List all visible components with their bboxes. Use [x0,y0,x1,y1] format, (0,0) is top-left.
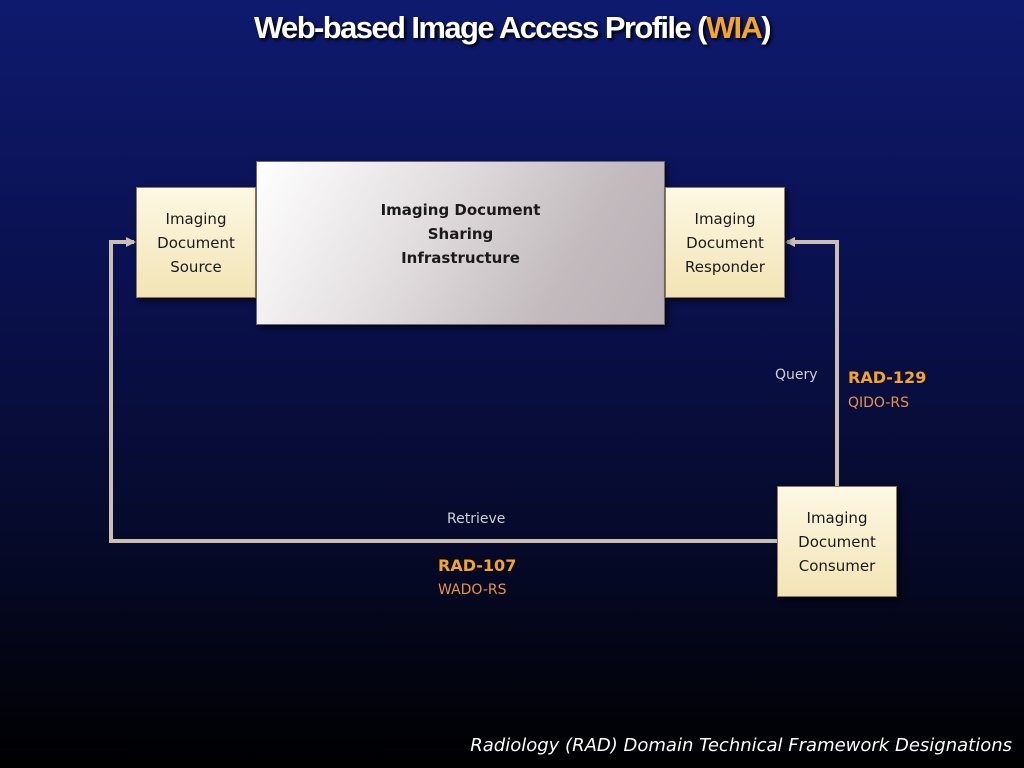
page-title: Web-based Image Access Profile (WIA) [0,10,1024,46]
imaging-document-consumer-box: Imaging Document Consumer [777,486,897,597]
query-label: Query [775,367,818,383]
responder-label: Imaging Document Responder [685,209,765,276]
imaging-document-sharing-infrastructure-box: Imaging Document Sharing Infrastructure [256,161,665,325]
retrieve-connector [109,237,777,543]
retrieve-transaction-code: RAD-107 [438,556,517,575]
imaging-document-responder-box: Imaging Document Responder [665,187,785,298]
title-prefix: Web-based Image Access Profile ( [253,10,707,45]
title-suffix: ) [761,10,771,45]
infrastructure-label: Imaging Document Sharing Infrastructure [380,201,541,267]
source-label: Imaging Document Source [157,209,235,276]
retrieve-label: Retrieve [447,511,506,527]
footer-caption: Radiology (RAD) Domain Technical Framewo… [470,735,1012,756]
title-accent: WIA [705,10,763,45]
query-transaction-code: RAD-129 [848,368,927,387]
imaging-document-source-box: Imaging Document Source [136,187,256,298]
query-connector [785,237,839,486]
consumer-label: Imaging Document Consumer [798,508,876,575]
query-protocol: QIDO-RS [848,395,910,411]
retrieve-protocol: WADO-RS [438,582,507,598]
